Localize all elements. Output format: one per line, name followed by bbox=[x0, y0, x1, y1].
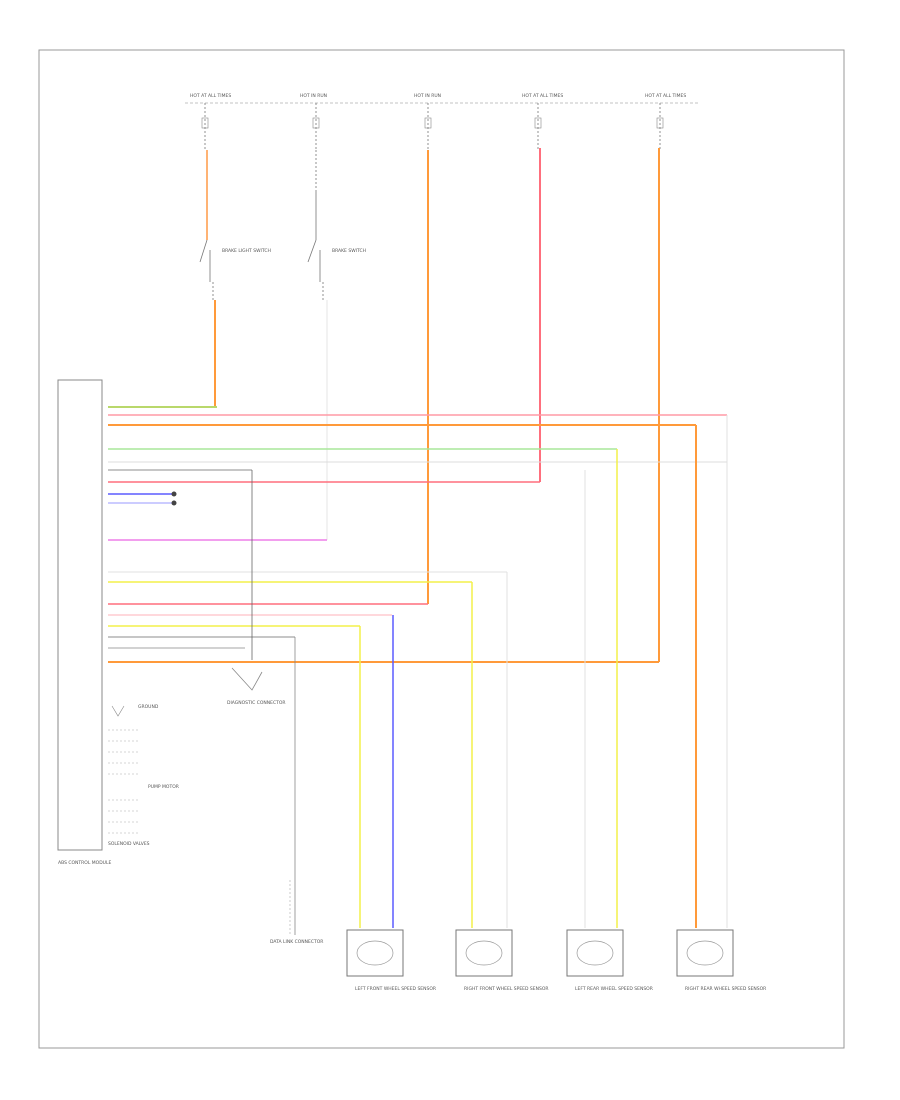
diag-label: DIAGNOSTIC CONNECTOR bbox=[227, 700, 286, 706]
ground-label: GROUND bbox=[138, 704, 159, 710]
component-4-label: LEFT REAR WHEEL SPEED SENSOR bbox=[575, 986, 653, 992]
connector-icon bbox=[171, 500, 177, 506]
switch-1-label: BRAKE LIGHT SWITCH bbox=[222, 248, 271, 254]
source-2: HOT IN RUN bbox=[300, 93, 327, 150]
source-2-label: HOT IN RUN bbox=[300, 93, 327, 99]
source-5: HOT AT ALL TIMES bbox=[645, 93, 686, 150]
source-4-label: HOT AT ALL TIMES bbox=[522, 93, 563, 99]
fuse-icon bbox=[201, 117, 209, 129]
source-5-label: HOT AT ALL TIMES bbox=[645, 93, 686, 99]
fuse-icon bbox=[534, 117, 542, 129]
component-4: LEFT REAR WHEEL SPEED SENSOR bbox=[566, 929, 653, 992]
fuse-icon bbox=[312, 117, 320, 129]
source-1-label: HOT AT ALL TIMES bbox=[190, 93, 231, 99]
source-4: HOT AT ALL TIMES bbox=[522, 93, 563, 150]
component-5: RIGHT REAR WHEEL SPEED SENSOR bbox=[676, 929, 766, 992]
component-2-label: LEFT FRONT WHEEL SPEED SENSOR bbox=[355, 986, 436, 992]
diagram-border bbox=[38, 49, 845, 1049]
switch-2-label: BRAKE SWITCH bbox=[332, 248, 366, 254]
diag-branch: DIAGNOSTIC CONNECTOR bbox=[171, 470, 286, 706]
source-1: HOT AT ALL TIMES bbox=[190, 93, 231, 150]
connector-icon bbox=[171, 491, 177, 497]
component-5-label: RIGHT REAR WHEEL SPEED SENSOR bbox=[685, 986, 766, 992]
data-link-branch: DATA LINK CONNECTOR bbox=[270, 637, 323, 945]
solenoids-label: SOLENOID VALVES bbox=[108, 841, 150, 847]
pump-label: PUMP MOTOR bbox=[148, 784, 179, 790]
module-internal: GROUND PUMP MOTOR SOLENOID VALVES bbox=[108, 704, 179, 847]
abs-control-module bbox=[57, 379, 103, 851]
component-2: LEFT FRONT WHEEL SPEED SENSOR bbox=[346, 929, 436, 992]
module-label: ABS CONTROL MODULE bbox=[58, 860, 111, 866]
source-3: HOT IN RUN bbox=[414, 93, 441, 150]
component-1-label: DATA LINK CONNECTOR bbox=[270, 939, 323, 945]
source-3-label: HOT IN RUN bbox=[414, 93, 441, 99]
component-3: RIGHT FRONT WHEEL SPEED SENSOR bbox=[455, 929, 549, 992]
switch-1-circuit: BRAKE LIGHT SWITCH bbox=[108, 150, 271, 408]
component-3-label: RIGHT FRONT WHEEL SPEED SENSOR bbox=[464, 986, 549, 992]
fuse-icon bbox=[656, 117, 664, 129]
fuse-icon bbox=[424, 117, 432, 129]
switch-2-circuit: BRAKE SWITCH bbox=[307, 150, 366, 540]
